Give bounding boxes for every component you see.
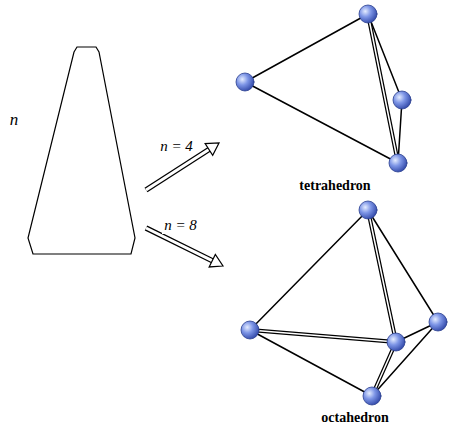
octahedron-figure [241, 201, 447, 405]
arrow-label: n = 8 [162, 216, 199, 234]
atom-ball [359, 201, 377, 219]
arrow-label: n = 4 [158, 137, 195, 155]
atom-ball [393, 91, 411, 109]
polyhedron-edge [368, 14, 402, 100]
node-label: octahedron [321, 410, 388, 426]
arrow-shaft [146, 149, 210, 190]
atom-ball [363, 387, 381, 405]
polyhedron-edge [250, 330, 396, 342]
polyhedron-edge [372, 322, 438, 396]
atom-ball [359, 5, 377, 23]
polyhedron-edge [368, 14, 398, 163]
polyhedron-edge [368, 210, 396, 342]
polyhedron-edge [245, 14, 368, 82]
node-outline [5, 40, 145, 260]
outline-path [28, 47, 135, 254]
polyhedron-edge [398, 100, 402, 163]
node-label: tetrahedron [299, 178, 370, 194]
truncated-triangle: n [5, 40, 145, 260]
arrow-head [205, 143, 219, 155]
atom-ball [387, 333, 405, 351]
atom-ball [236, 73, 254, 91]
tetrahedron-figure [236, 5, 411, 172]
polyhedron-edge [245, 82, 398, 163]
octahedron-node: octahedron [224, 200, 444, 432]
arrow-shaft-inner [146, 149, 210, 190]
polyhedron-edge [368, 210, 396, 342]
atom-ball [241, 321, 259, 339]
atom-ball [389, 154, 407, 172]
atom-ball [429, 313, 447, 331]
tetrahedron-node: tetrahedron [220, 0, 420, 200]
arrow-head [209, 254, 223, 267]
polyhedron-edge [368, 14, 398, 163]
polyhedron-edge [250, 210, 368, 330]
polyhedron-edge [250, 330, 396, 342]
node-label: n [10, 110, 19, 130]
